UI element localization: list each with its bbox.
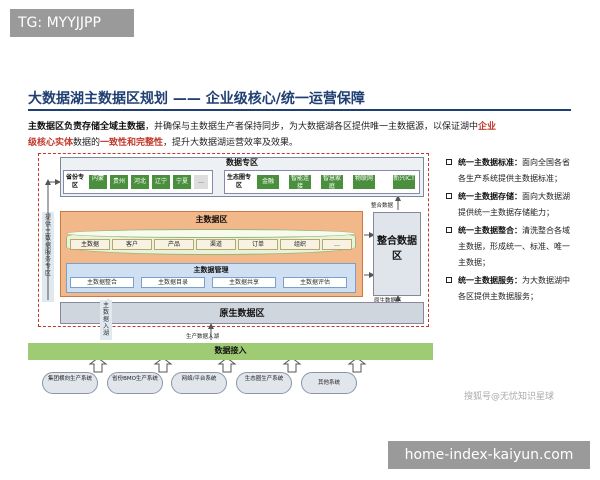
intro-red-1: 企业: [478, 122, 497, 132]
capability-text: 为大数据湖中各区提供主数据服务；: [458, 276, 570, 301]
eco-tile: 新兴ICT: [392, 174, 416, 190]
capability-label: 统一主数据存储：: [458, 192, 522, 201]
title-underline: [28, 109, 571, 111]
province-tile: 宁夏: [172, 174, 192, 190]
intro-red-3: 一致性和完整性: [100, 138, 164, 148]
province-tile: 贵州: [109, 174, 129, 190]
management-item: 主数据整合: [70, 277, 134, 288]
source-system: 网络/平台系统: [171, 372, 227, 394]
slide-title: 大数据湖主数据区规划 —— 企业级核心/统一运营保障: [28, 91, 365, 107]
master-item-more: …: [322, 239, 352, 250]
capability-label: 统一主数据服务：: [458, 276, 522, 285]
province-tile: 河北: [130, 174, 150, 190]
province-tile-more: …: [193, 174, 209, 190]
bullet-square-icon: [446, 227, 452, 233]
capability-text: 面向全国各省各生产系统提供主数据标准；: [458, 158, 570, 183]
sohu-watermark: 搜狐号@无忧知识星球: [464, 392, 555, 402]
integration-data-zone-label: 整合数据区: [377, 236, 417, 262]
eco-tile: 物联网: [352, 174, 376, 190]
capability-item: 统一主数据服务：为大数据湖中各区提供主数据服务；: [446, 273, 576, 305]
master-ingest-note: 主数据入湖: [102, 302, 109, 337]
bullet-square-icon: [446, 159, 452, 165]
intro-red-2: 级核心实体: [28, 138, 74, 148]
management-item: 主数据共享: [212, 277, 276, 288]
capability-item: 统一主数据标准：面向全国各省各生产系统提供主数据标准；: [446, 155, 576, 187]
eco-zone-label: 生态圈专区: [226, 174, 251, 189]
data-ingestion-label: 数据接入: [214, 346, 247, 355]
architecture-frame: [38, 153, 429, 327]
eco-tile: 智能连接: [288, 174, 312, 190]
source-system: 集团横向生产系统: [42, 372, 98, 394]
master-data-store-cap: [66, 229, 356, 238]
raw-to-integration-note: 原生数据区: [374, 298, 402, 304]
source-system: 其他系统: [301, 372, 357, 394]
production-ingest-note: 生产数据入湖: [186, 334, 220, 340]
province-tile: 辽宁: [151, 174, 171, 190]
raw-data-zone: [60, 302, 424, 324]
management-item: 主数据评估: [283, 277, 347, 288]
source-system: 省份BMO生产系统: [107, 372, 163, 394]
master-item: 主数据: [70, 239, 110, 250]
integration-to-data-note: 整合数据: [371, 203, 394, 209]
master-data-management-title: 主数据管理: [193, 266, 229, 274]
source-system: 生态圈生产系统: [236, 372, 292, 394]
capability-label: 统一主数据标准：: [458, 158, 522, 167]
master-item: 组织: [280, 239, 320, 250]
capability-list: 统一主数据标准：面向全国各省各生产系统提供主数据标准； 统一主数据存储：面向大数…: [446, 155, 576, 307]
capability-item: 统一主数据整合：清洗整合各域主数据，形成统一、标准、唯一主数据；: [446, 223, 576, 271]
master-item: 渠道: [196, 239, 236, 250]
master-data-zone-title: 主数据区: [195, 215, 228, 224]
master-item: 产品: [154, 239, 194, 250]
data-zone-title: 数据专区: [226, 158, 258, 167]
intro-bold: 主数据区负责存储全域主数据: [28, 122, 146, 132]
intro-paragraph: 主数据区负责存储全域主数据，并确保与主数据生产者保持同步，为大数据湖各区提供唯一…: [28, 119, 576, 151]
bullet-square-icon: [446, 277, 452, 283]
raw-data-zone-label: 原生数据区: [219, 309, 265, 319]
capability-text: 面向大数据湖提供统一主数据存储能力；: [458, 192, 570, 217]
capability-text: 清洗整合各域主数据，形成统一、标准、唯一主数据；: [458, 226, 570, 267]
capability-label: 统一主数据整合：: [458, 226, 522, 235]
top-watermark-tag: TG: MYYJJPP: [10, 9, 134, 37]
province-tile: 内蒙: [88, 174, 108, 190]
master-item: 客户: [112, 239, 152, 250]
integration-data-zone: [373, 212, 421, 296]
master-item: 订单: [238, 239, 278, 250]
eco-tile: 智慧家庭: [320, 174, 344, 190]
capability-item: 统一主数据存储：面向大数据湖提供统一主数据存储能力；: [446, 189, 576, 221]
intro-text-2: 数据的: [73, 138, 101, 148]
eco-tile: 金融: [256, 174, 280, 190]
bottom-watermark-bar: home-index-kaiyun.com: [388, 441, 590, 469]
management-item: 主数据目录: [141, 277, 205, 288]
intro-text-1: ，并确保与主数据生产者保持同步，为大数据湖各区提供唯一主数据源，以保证湖中: [145, 122, 479, 132]
data-ingestion-bar: [28, 343, 433, 360]
master-ingest-strip: [100, 300, 112, 340]
bullet-square-icon: [446, 193, 452, 199]
intro-text-3: ，提升大数据湖运营效率及效果。: [163, 138, 299, 148]
province-zone-label: 省份专区: [65, 174, 84, 189]
